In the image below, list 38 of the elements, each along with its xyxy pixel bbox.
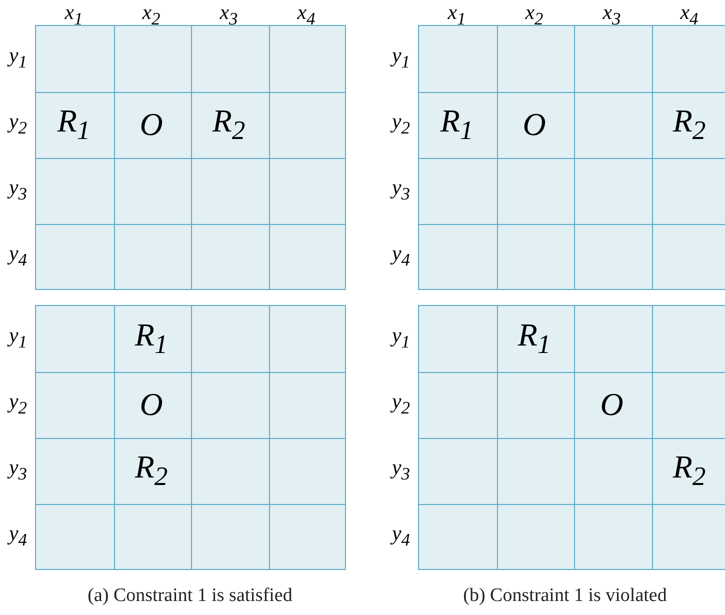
axis-label: y$_{2}$ <box>8 391 28 417</box>
axis-label: y$_{1}$ <box>8 325 28 351</box>
axis-label: x$_{1}$ <box>64 2 83 28</box>
axis-label: y$_{3}$ <box>392 177 410 203</box>
axis-label: y$_{3}$ <box>392 457 410 483</box>
axis-label: y$_{2}$ <box>8 111 28 137</box>
cell-symbol: R$_{2}$ <box>672 450 706 490</box>
cell-symbol: O <box>140 108 163 140</box>
cell-symbol: O <box>140 388 163 420</box>
axis-label: x$_{3}$ <box>602 2 621 28</box>
axis-label: y$_{4}$ <box>392 523 410 549</box>
cell-symbol: R$_{1}$ <box>57 104 90 144</box>
cell-symbol: R$_{1}$ <box>518 318 551 358</box>
axis-label: y$_{2}$ <box>392 111 410 137</box>
panel-caption: (a) Constraint 1 is satisfied <box>88 585 292 607</box>
axis-label: y$_{3}$ <box>8 457 28 483</box>
axis-label: y$_{4}$ <box>392 243 410 269</box>
axis-label: y$_{1}$ <box>392 325 410 351</box>
panel-caption: (b) Constraint 1 is violated <box>463 585 667 607</box>
cell-symbol: R$_{2}$ <box>212 104 246 144</box>
axis-label: y$_{1}$ <box>392 45 410 71</box>
axis-label: x$_{4}$ <box>680 2 698 28</box>
axis-label: x$_{1}$ <box>448 2 466 28</box>
axis-label: y$_{4}$ <box>8 523 28 549</box>
cell-symbol: R$_{1}$ <box>134 318 168 358</box>
axis-label: y$_{3}$ <box>8 177 28 203</box>
axis-label: y$_{2}$ <box>392 391 410 417</box>
axis-label: x$_{4}$ <box>297 2 316 28</box>
cell-symbol: R$_{2}$ <box>134 450 168 490</box>
axis-label: y$_{4}$ <box>8 243 28 269</box>
cell-symbol: O <box>600 388 624 420</box>
axis-label: y$_{1}$ <box>8 45 28 71</box>
cell-symbol: R$_{2}$ <box>672 104 706 144</box>
axis-label: x$_{3}$ <box>220 2 238 28</box>
axis-label: x$_{2}$ <box>525 2 544 28</box>
cell-symbol: O <box>522 108 546 140</box>
cell-symbol: R$_{1}$ <box>440 104 474 144</box>
axis-label: x$_{2}$ <box>142 2 160 28</box>
